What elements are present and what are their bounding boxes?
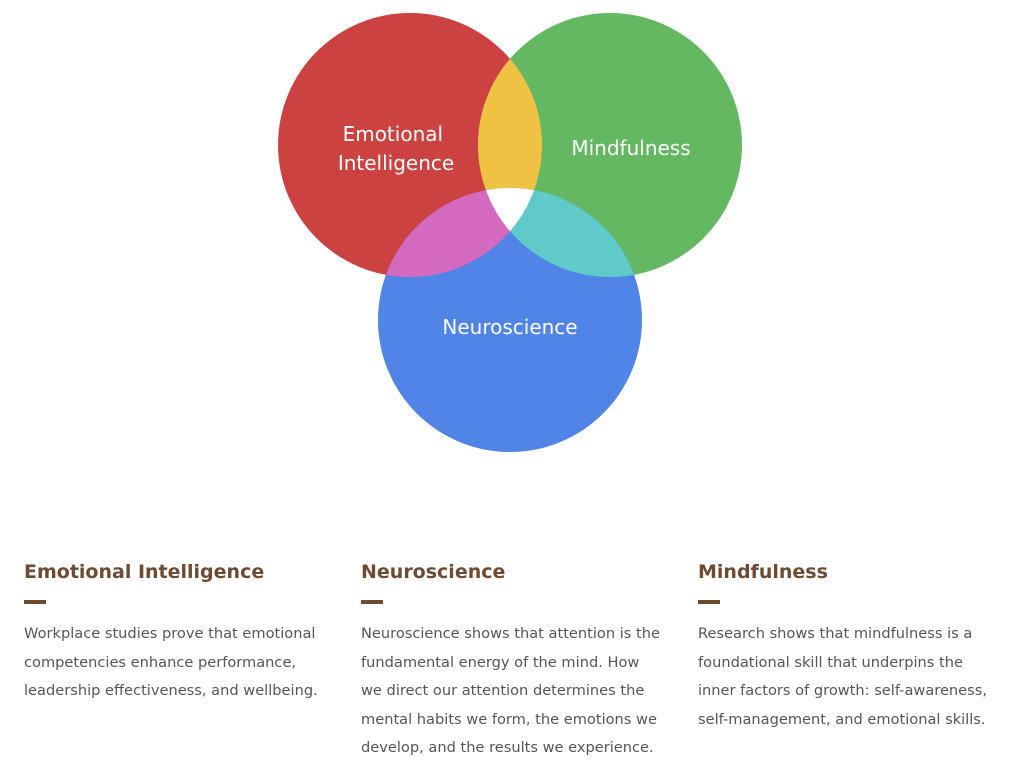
column-title: Mindfulness [698,561,828,583]
column-text: Neuroscience shows that attention is the… [361,625,660,756]
label-emotional-intelligence: Emotional Intelligence [338,122,454,175]
title-underline [24,600,46,604]
column-title: Neuroscience [361,561,506,583]
info-columns: Emotional Intelligence Workplace studies… [24,558,1014,763]
column-emotional-intelligence: Emotional Intelligence Workplace studies… [24,558,361,763]
column-mindfulness: Mindfulness Research shows that mindfuln… [698,558,998,763]
label-emotional-line2: Intelligence [338,151,454,175]
column-neuroscience: Neuroscience Neuroscience shows that att… [361,558,698,763]
label-neuroscience: Neuroscience [442,315,577,339]
title-underline [698,600,720,604]
label-mindfulness: Mindfulness [571,136,690,160]
overlap-mindfulness-neuroscience [478,188,642,277]
overlap-emotional-neuroscience [378,188,542,277]
column-text: Research shows that mindfulness is a fou… [698,625,988,728]
venn-diagram: Emotional Intelligence Mindfulness Neuro… [278,13,742,452]
title-underline [361,600,383,604]
column-text: Workplace studies prove that emotional c… [24,625,318,699]
label-emotional-line1: Emotional [343,122,443,146]
column-title: Emotional Intelligence [24,561,265,583]
